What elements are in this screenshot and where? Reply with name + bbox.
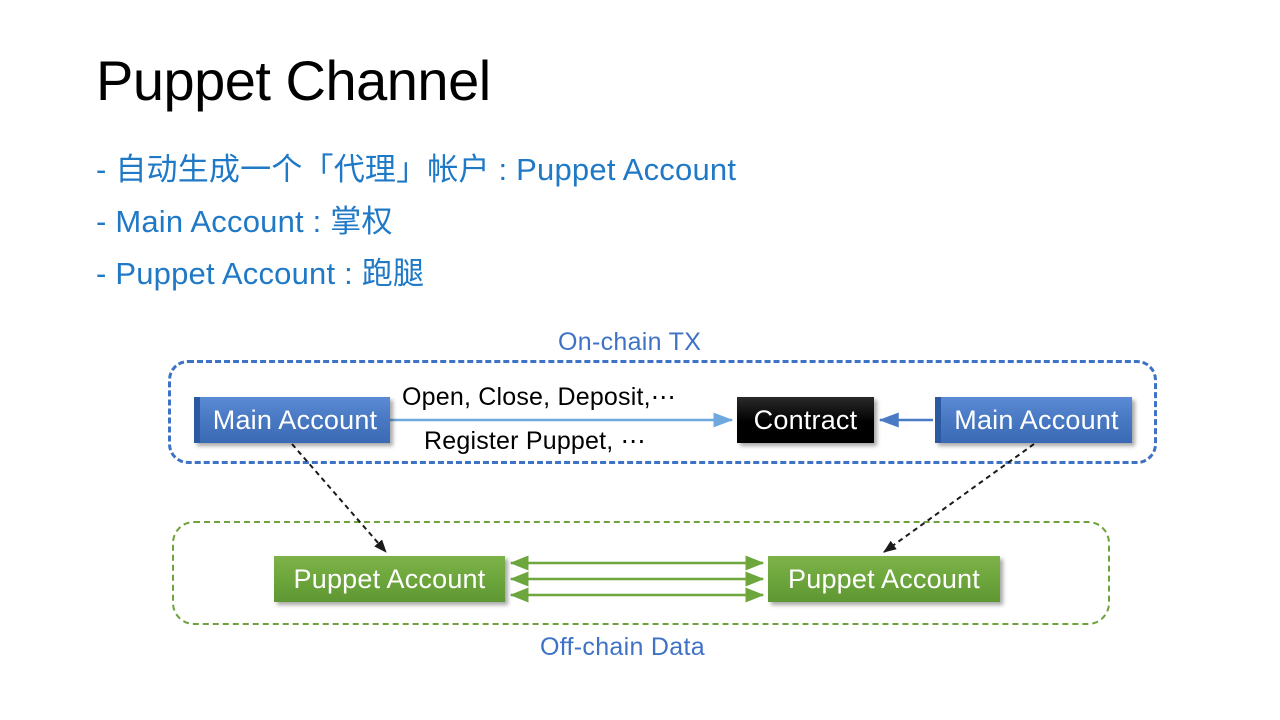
page-title: Puppet Channel <box>96 49 491 112</box>
edge-label-register-puppet: Register Puppet, ⋯ <box>424 427 646 455</box>
node-contract[interactable]: Contract <box>737 397 874 443</box>
off-chain-zone-border <box>172 521 1110 625</box>
bullet-list: - 自动生成一个「代理」帐户 : Puppet Account - Main A… <box>96 144 996 300</box>
edge-main-left-to-puppet-left <box>291 443 387 553</box>
node-main-account-left[interactable]: Main Account <box>194 397 390 443</box>
edge-main-right-to-puppet-right <box>883 443 1035 553</box>
off-chain-zone-label: Off-chain Data <box>540 633 705 661</box>
bullet-item-3: - Puppet Account : 跑腿 <box>96 256 425 291</box>
node-puppet-account-right[interactable]: Puppet Account <box>768 556 1000 602</box>
on-chain-zone-border <box>168 360 1157 464</box>
node-puppet-account-left[interactable]: Puppet Account <box>274 556 505 602</box>
on-chain-zone-label: On-chain TX <box>558 328 702 356</box>
bullet-item-1: - 自动生成一个「代理」帐户 : Puppet Account <box>96 152 737 187</box>
edge-label-open-close-deposit: Open, Close, Deposit,⋯ <box>402 383 676 411</box>
node-main-account-right[interactable]: Main Account <box>935 397 1132 443</box>
bullet-item-2: - Main Account : 掌权 <box>96 204 393 239</box>
